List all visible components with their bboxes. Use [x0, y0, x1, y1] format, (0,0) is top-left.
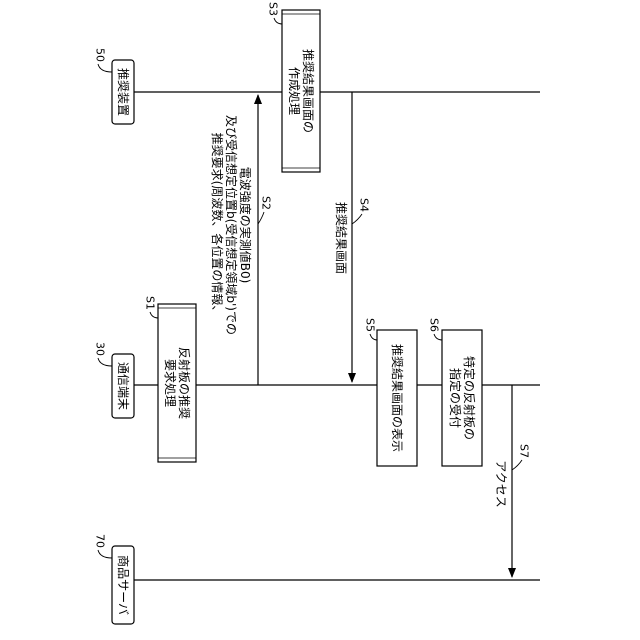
message-s2-line2: 及び受信想定位置b(受信想定領域b')での [224, 115, 239, 335]
message-s4-text: 推奨結果画面 [334, 202, 348, 274]
step-s1-box: 反射板の推奨 要求処理 [158, 304, 196, 462]
ref-number: 30 [94, 342, 107, 356]
ref-number: 70 [94, 534, 107, 548]
entity-terminal: 通信端末 [112, 354, 134, 418]
step-id: S3 [267, 2, 280, 16]
step-s3-box: 推奨結果画面の 作成処理 [282, 10, 320, 172]
step-id: S5 [364, 318, 377, 332]
message-s7: アクセス S7 [494, 385, 531, 577]
entity-label: 商品サーバ [116, 555, 131, 615]
step-s5-text: 推奨結果画面の表示 [390, 344, 404, 452]
message-s2-line1: 推奨要求(周波数、各位置の情報、 [210, 133, 225, 318]
step-s6-line2: 指定の受付 [448, 368, 463, 428]
step-id: S1 [144, 296, 157, 310]
step-s6-box: 特定の反射板の 指定の受付 [442, 330, 482, 466]
message-s2: 推奨要求(周波数、各位置の情報、 及び受信想定位置b(受信想定領域b')での 電… [210, 95, 273, 385]
step-s3-line2: 作成処理 [287, 67, 301, 115]
step-s1-line1: 反射板の推奨 [177, 347, 192, 419]
message-s7-text: アクセス [494, 460, 508, 507]
step-s5-label: S5 [364, 318, 378, 340]
step-id: S2 [260, 196, 273, 210]
step-id: S6 [428, 318, 441, 332]
entity-label: 通信端末 [116, 362, 130, 410]
ref-number: 50 [94, 48, 107, 62]
entity-product-server: 商品サーバ [112, 546, 134, 624]
step-s1-line2: 要求処理 [163, 359, 177, 407]
message-s2-line3: 電波強度の実測値B0) [238, 167, 253, 284]
step-s3-line1: 推奨結果画面の [301, 49, 315, 133]
step-id: S4 [358, 198, 371, 212]
ref-30: 30 [94, 342, 113, 366]
step-s5-box: 推奨結果画面の表示 [377, 330, 417, 466]
ref-50: 50 [94, 48, 113, 72]
step-id: S7 [518, 444, 531, 458]
message-s4: 推奨結果画面 S4 [334, 92, 371, 382]
step-s3-label: S3 [267, 2, 283, 24]
step-s6-line1: 特定の反射板の [462, 356, 477, 440]
ref-70: 70 [94, 534, 113, 558]
step-s1-label: S1 [144, 296, 159, 318]
step-s6-label: S6 [428, 318, 443, 340]
entity-label: 推奨装置 [116, 68, 130, 116]
entity-recommend-device: 推奨装置 [112, 60, 134, 124]
